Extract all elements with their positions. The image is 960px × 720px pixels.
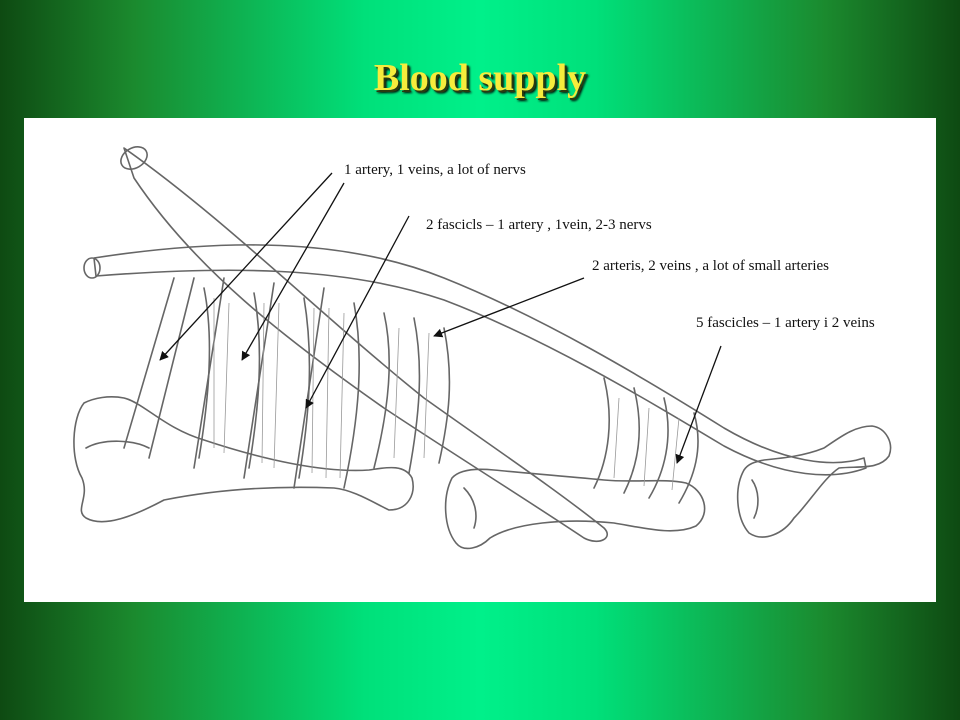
fascicle-middle (373, 312, 451, 474)
label-five-fascicles: 5 fascicles – 1 artery i 2 veins (696, 315, 875, 331)
fascicle-left (123, 277, 325, 489)
tendon-upper-1 (123, 147, 608, 543)
label-artery-veins-nerves: 1 artery, 1 veins, a lot of nervs (344, 162, 526, 178)
pointer-arrow-3 (433, 277, 585, 338)
pointer-arrow-1b (241, 182, 345, 361)
label-two-arteries: 2 arteris, 2 veins , a lot of small arte… (592, 258, 830, 274)
pointer-arrow-4 (675, 345, 722, 464)
bone-left (73, 396, 414, 523)
bone-right (736, 425, 892, 538)
label-two-fascicles: 2 fascicls – 1 artery , 1vein, 2-3 nervs (426, 217, 652, 233)
pointer-arrow-2 (305, 215, 410, 409)
slide-title: Blood supply (373, 57, 587, 99)
bone-middle (444, 468, 706, 550)
pointer-arrow-1a (159, 172, 333, 361)
tendon-upper-2 (93, 244, 867, 476)
tendon-sketch (73, 146, 892, 550)
diagram-panel: 1 artery, 1 veins, a lot of nervs 2 fasc… (24, 118, 936, 602)
fascicle-right (593, 377, 699, 504)
